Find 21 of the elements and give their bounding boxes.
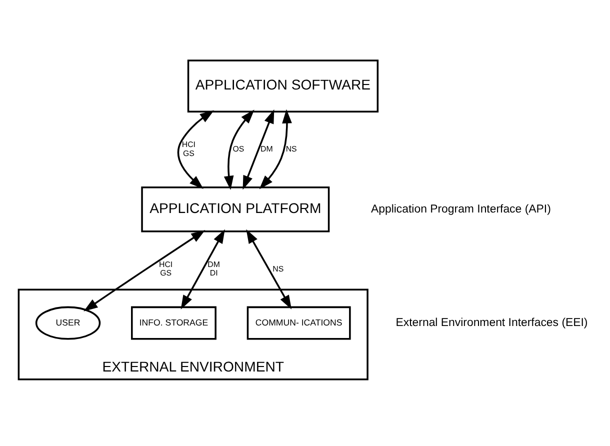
arrow (180, 228, 225, 309)
label: External Environment Interfaces (EEI) (396, 316, 588, 329)
node-box: INFO. STORAGE (131, 306, 216, 340)
arrow (242, 108, 274, 190)
arrow (224, 109, 254, 190)
arrow (84, 230, 206, 311)
edge-label: DM DI (208, 259, 220, 278)
edge-label: OS (232, 144, 244, 153)
edge-label: DM (260, 144, 273, 153)
node-box: APPLICATION SOFTWARE (187, 59, 379, 112)
label: Application Program Interface (API) (370, 202, 551, 215)
edge-label: NS (272, 264, 284, 273)
node-box: COMMUN- ICATIONS (246, 306, 351, 340)
edge-label: NS (286, 144, 297, 153)
edge-label: HCI GS (158, 259, 173, 278)
arrow (246, 228, 292, 309)
arrow (177, 110, 214, 189)
edge-label: HCI GS (182, 140, 196, 158)
node-ellipse: USER (35, 306, 101, 340)
arrow (259, 108, 292, 189)
node-box: APPLICATION PLATFORM (141, 186, 330, 232)
